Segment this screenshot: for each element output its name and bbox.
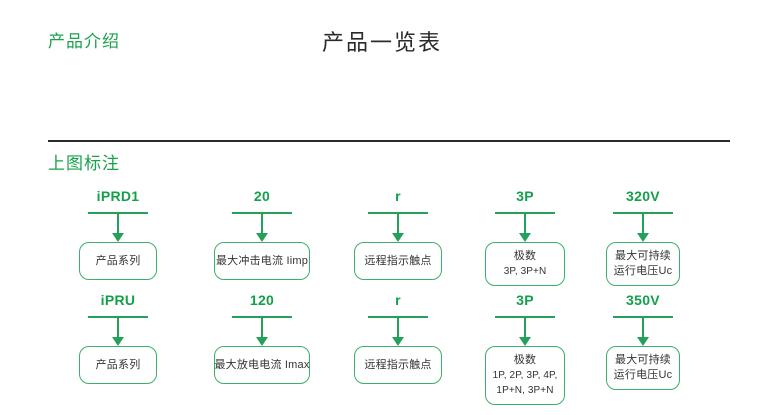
column-label: iPRU <box>100 292 136 308</box>
column-label: 120 <box>249 292 275 308</box>
column-label: 3P <box>516 292 534 308</box>
node-box: 最大可持续 运行电压Uc <box>606 346 680 390</box>
node-line: 远程指示触点 <box>364 254 432 267</box>
arrow-down-icon <box>256 233 268 242</box>
node-box: 极数 1P, 2P, 3P, 4P, 1P+N, 3P+N <box>485 346 565 405</box>
diagram-column-remote-contact-1: r 远程指示触点 <box>354 188 442 280</box>
node-box: 极数 3P, 3P+N <box>485 242 565 286</box>
column-label: 20 <box>253 188 271 204</box>
node-box: 产品系列 <box>79 242 157 280</box>
connector-arrow <box>232 206 292 242</box>
node-line: 产品系列 <box>95 254 141 267</box>
connector-vertical-line <box>642 212 644 236</box>
connector-arrow <box>613 206 673 242</box>
node-line: 3P, 3P+N <box>503 266 547 277</box>
connector-vertical-line <box>642 316 644 340</box>
section-divider <box>48 140 730 142</box>
node-line: 最大放电电流 Imax <box>214 358 310 371</box>
annotation-diagram: iPRD1 产品系列 20 最大冲击电流 Iimp <box>0 188 757 405</box>
node-line: 1P+N, 3P+N <box>496 385 554 396</box>
connector-arrow <box>495 206 555 242</box>
node-line: 远程指示触点 <box>364 358 432 371</box>
node-line: 最大可持续 <box>615 354 671 366</box>
diagram-column-imax-discharge-2: 120 最大放电电流 Imax <box>214 292 310 384</box>
diagram-column-imax-impulse-1: 20 最大冲击电流 Iimp <box>214 188 310 280</box>
section-heading: 上图标注 <box>48 154 120 173</box>
node-box: 远程指示触点 <box>354 242 442 280</box>
connector-vertical-line <box>117 316 119 340</box>
breadcrumb[interactable]: 产品介绍 <box>48 32 120 51</box>
diagram-column-uc-voltage-1: 320V 最大可持续 运行电压Uc <box>606 188 680 286</box>
arrow-down-icon <box>112 233 124 242</box>
column-label: 350V <box>626 292 660 308</box>
connector-arrow <box>613 310 673 346</box>
page-title: 产品一览表 <box>322 30 443 55</box>
column-label: r <box>395 188 401 204</box>
diagram-row-iprd1: iPRD1 产品系列 20 最大冲击电流 Iimp <box>0 188 757 292</box>
arrow-down-icon <box>519 337 531 346</box>
node-line: 产品系列 <box>95 358 141 371</box>
connector-vertical-line <box>397 316 399 340</box>
arrow-down-icon <box>637 233 649 242</box>
arrow-down-icon <box>392 233 404 242</box>
arrow-down-icon <box>256 337 268 346</box>
connector-vertical-line <box>524 212 526 236</box>
column-label: 320V <box>626 188 660 204</box>
connector-vertical-line <box>261 316 263 340</box>
column-label: iPRD1 <box>96 188 140 204</box>
node-box: 远程指示触点 <box>354 346 442 384</box>
connector-arrow <box>368 206 428 242</box>
arrow-down-icon <box>392 337 404 346</box>
connector-arrow <box>232 310 292 346</box>
diagram-column-remote-contact-2: r 远程指示触点 <box>354 292 442 384</box>
node-line: 1P, 2P, 3P, 4P, <box>492 370 558 381</box>
node-line: 极数 <box>513 354 537 366</box>
diagram-column-poles-2: 3P 极数 1P, 2P, 3P, 4P, 1P+N, 3P+N <box>485 292 565 405</box>
node-line: 极数 <box>513 250 537 262</box>
connector-arrow <box>88 310 148 346</box>
connector-vertical-line <box>397 212 399 236</box>
node-box: 最大冲击电流 Iimp <box>214 242 310 280</box>
connector-vertical-line <box>261 212 263 236</box>
node-box: 最大放电电流 Imax <box>214 346 310 384</box>
connector-arrow <box>88 206 148 242</box>
connector-arrow <box>368 310 428 346</box>
node-line: 最大可持续 <box>615 250 671 262</box>
node-line: 最大冲击电流 Iimp <box>215 254 309 267</box>
arrow-down-icon <box>519 233 531 242</box>
diagram-column-product-series-2: iPRU 产品系列 <box>79 292 157 384</box>
column-label: r <box>395 292 401 308</box>
diagram-column-product-series-1: iPRD1 产品系列 <box>79 188 157 280</box>
connector-arrow <box>495 310 555 346</box>
arrow-down-icon <box>637 337 649 346</box>
node-line: 运行电压Uc <box>613 369 673 381</box>
diagram-column-uc-voltage-2: 350V 最大可持续 运行电压Uc <box>606 292 680 390</box>
node-box: 产品系列 <box>79 346 157 384</box>
node-box: 最大可持续 运行电压Uc <box>606 242 680 286</box>
connector-vertical-line <box>524 316 526 340</box>
diagram-column-poles-1: 3P 极数 3P, 3P+N <box>485 188 565 286</box>
column-label: 3P <box>516 188 534 204</box>
node-line: 运行电压Uc <box>613 265 673 277</box>
diagram-row-ipru: iPRU 产品系列 120 最大放电电流 Imax <box>0 292 757 405</box>
arrow-down-icon <box>112 337 124 346</box>
connector-vertical-line <box>117 212 119 236</box>
